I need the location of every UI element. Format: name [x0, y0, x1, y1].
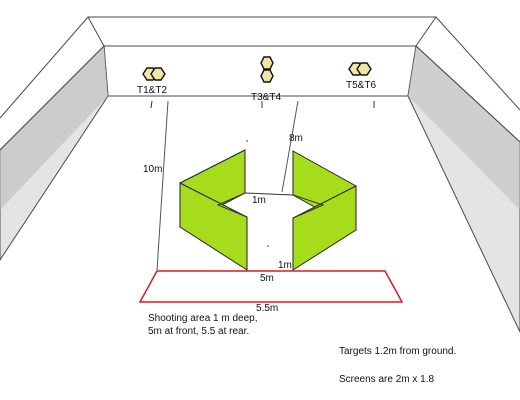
target-group-2: T3&T4 — [251, 56, 281, 103]
right-wall-shadow — [408, 46, 520, 210]
rear-width-label: 5.5m — [256, 303, 278, 314]
shooting-area-note-line-1: Shooting area 1 m deep, — [148, 313, 258, 324]
left-wall-crease — [0, 45, 105, 151]
right-wall-crease — [415, 45, 520, 143]
target-hexagon — [260, 69, 274, 83]
target-group-1: T1&T2 — [137, 67, 167, 96]
target-group-3: T5&T6 — [346, 62, 376, 91]
left-wall-shadow — [0, 46, 108, 210]
screen-right-front — [292, 185, 357, 271]
floor-gap-rear — [216, 192, 248, 218]
berm-inner-right — [415, 16, 437, 47]
front-width-label: 5m — [260, 273, 274, 284]
distance-label-left: 10m — [143, 164, 162, 175]
shooting-area — [138, 270, 404, 303]
inner-gap-label: 1m — [252, 195, 266, 206]
berm-outline — [0, 16, 520, 119]
target-tick — [150, 100, 153, 109]
distance-label-right: 8m — [289, 133, 303, 144]
target-hexagon — [150, 67, 166, 81]
floor-gap-rear-right — [292, 194, 325, 219]
front-gap-label: 1m — [278, 260, 292, 271]
marker-dot — [267, 245, 269, 247]
berm-inner-left — [87, 16, 105, 47]
shooting-area-note-line-2: 5m at front, 5.5 at rear. — [148, 326, 250, 337]
screen-left-front — [179, 182, 248, 271]
marker-dot — [246, 140, 248, 142]
target-label-t3-t4: T3&T4 — [251, 92, 281, 103]
target-label-t5-t6: T5&T6 — [346, 80, 376, 91]
target-label-t1-t2: T1&T2 — [137, 85, 167, 96]
distance-line-right — [281, 100, 299, 193]
rear-gap-line — [244, 192, 294, 196]
targets-height-note: Targets 1.2m from ground. — [339, 346, 457, 357]
target-hexagon — [356, 62, 372, 76]
target-hexagon — [260, 56, 274, 70]
distance-line-left — [156, 100, 169, 271]
screens-size-note: Screens are 2m x 1.8 — [339, 374, 435, 385]
